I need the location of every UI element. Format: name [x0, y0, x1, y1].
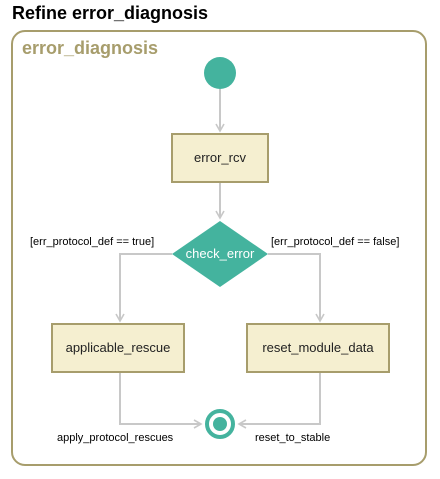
guard-true-label: [err_protocol_def == true]: [30, 236, 154, 248]
state-applicable-rescue-label: applicable_rescue: [66, 340, 171, 355]
state-reset-module-data-label: reset_module_data: [262, 340, 374, 355]
final-state-node: [205, 409, 235, 439]
state-reset-module-data: reset_module_data: [246, 323, 390, 373]
apply-protocol-rescues-label: apply_protocol_rescues: [57, 432, 174, 444]
reset-to-stable-label: reset_to_stable: [255, 432, 330, 444]
transition-applicable-rescue-to-final: [119, 373, 203, 429]
decision-check-error-label: check_error: [186, 246, 255, 261]
decision-check-error: check_error: [172, 221, 268, 287]
state-error-rcv-label: error_rcv: [194, 150, 247, 165]
transition-reset-module-data-to-final: [237, 373, 321, 429]
state-error-rcv: error_rcv: [171, 133, 269, 183]
state-machine-frame: [11, 30, 427, 466]
initial-state-node: [204, 57, 236, 89]
transition-check-error-to-reset-module-data: [268, 253, 325, 323]
frame-title: error_diagnosis: [22, 38, 159, 58]
guard-false-label: [err_protocol_def == false]: [271, 236, 399, 248]
state-applicable-rescue: applicable_rescue: [51, 323, 185, 373]
transition-check-error-to-applicable-rescue: [115, 253, 172, 323]
page-title: Refine error_diagnosis: [12, 3, 209, 23]
